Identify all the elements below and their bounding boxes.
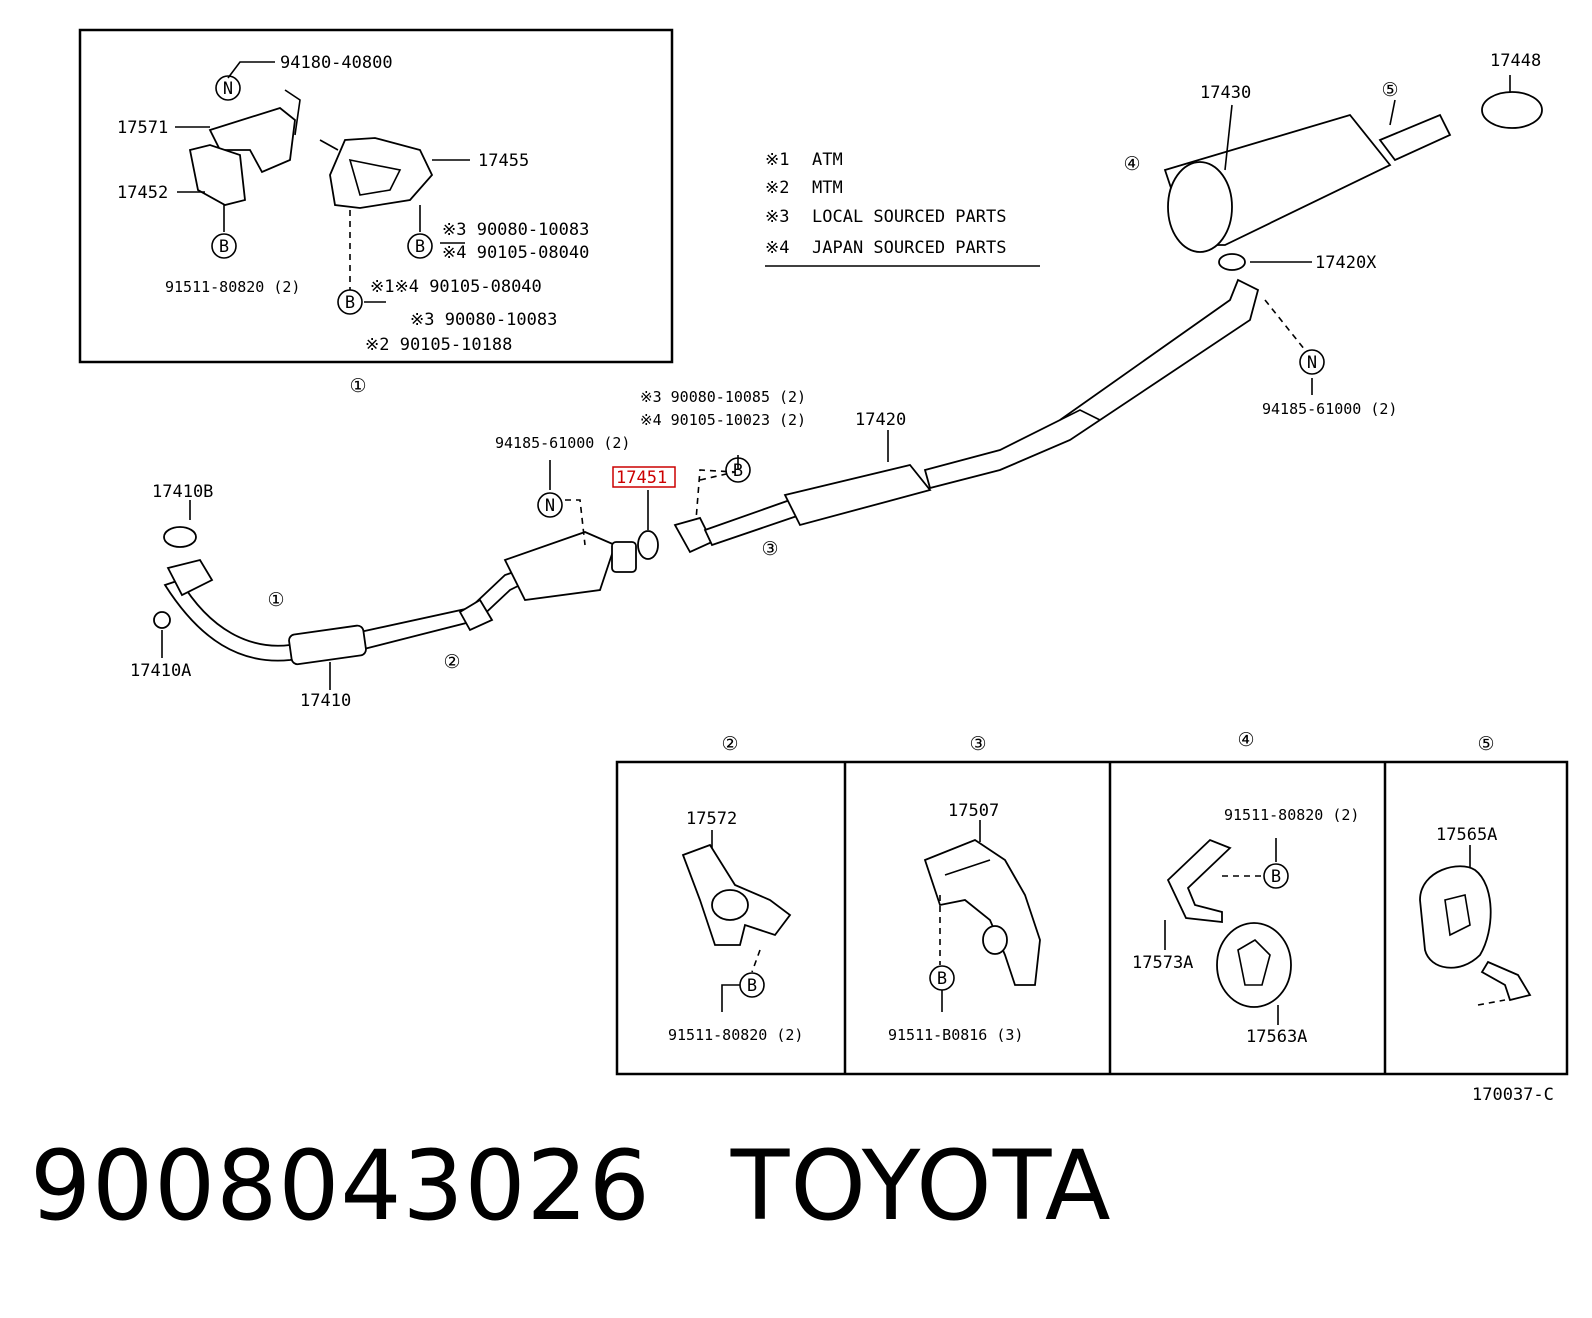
panel-2-bolt: 91511-80820 (2) xyxy=(668,1026,803,1044)
flange-17410 xyxy=(166,558,214,597)
converter-outlet xyxy=(611,541,637,573)
exhaust-parts-diagram: N B B B 94180-40800 17571 17452 17455 91… xyxy=(78,28,1569,1105)
main-exhaust: N B N 17448 17430 17420X 94185-61000 (2)… xyxy=(130,51,1543,711)
gasket-17410B xyxy=(163,526,197,548)
callout-b-inset-left: B xyxy=(219,237,229,257)
panel-5-part: 17565A xyxy=(1436,825,1497,845)
bracket-17452 xyxy=(188,144,246,206)
callout-n-left: N xyxy=(545,496,555,516)
callout-n-inset: N xyxy=(223,79,233,99)
label-94185-61000-left: 94185-61000 (2) xyxy=(495,434,630,452)
label-91511-80820: 91511-80820 (2) xyxy=(165,278,300,296)
panel-5-marker: ⑤ xyxy=(1477,733,1494,755)
detail-panels-frame xyxy=(615,760,1569,1076)
legend-text-2: MTM xyxy=(812,178,843,198)
label-17448: 17448 xyxy=(1490,51,1541,71)
legend-text-4: JAPAN SOURCED PARTS xyxy=(812,238,1006,258)
marker-4-main: ④ xyxy=(1123,153,1140,175)
label-17410A: 17410A xyxy=(130,661,191,681)
rubber-mount-17563A xyxy=(1216,922,1292,1008)
label-17410: 17410 xyxy=(300,691,351,711)
bracket-17507 xyxy=(923,838,1041,986)
label-r4-90105-08040: ※4 90105-08040 xyxy=(442,243,589,263)
label-17410B: 17410B xyxy=(152,482,213,502)
rubber-mount-17565A xyxy=(1419,865,1492,969)
gasket-17420X xyxy=(1218,253,1246,271)
panel-3-callout-b: B xyxy=(937,969,947,989)
highlight-box-17451 xyxy=(612,466,676,488)
nut-17410A xyxy=(153,611,171,629)
label-r14-90105-08040: ※1※4 90105-08040 xyxy=(370,277,542,297)
marker-2-main: ② xyxy=(443,651,460,673)
inset-1-frame xyxy=(78,28,674,364)
legend-mark-3: ※3 xyxy=(765,207,789,227)
panel-4-marker: ④ xyxy=(1237,729,1254,751)
callout-b-inset-bottom: B xyxy=(345,293,355,313)
panel-4-callout-b: B xyxy=(1271,867,1281,887)
gasket-17451 xyxy=(637,530,659,560)
label-17571: 17571 xyxy=(117,118,168,138)
tail-pipe-17420 xyxy=(923,278,1260,490)
legend-mark-4: ※4 xyxy=(765,238,789,258)
label-94185-61000-right: 94185-61000 (2) xyxy=(1262,400,1397,418)
muffler-17420 xyxy=(783,463,932,527)
hanger-rod-17573A xyxy=(1166,838,1232,924)
panel-2-callout-b: B xyxy=(747,976,757,996)
muffler-tail-tip xyxy=(1378,113,1452,162)
callout-b-main: B xyxy=(733,461,743,481)
footer-part-number: 9008043026 xyxy=(30,1130,651,1242)
detail-panels: ② ③ ④ ⑤ B 17572 91511-80820 (2) B 17507 … xyxy=(615,729,1569,1105)
label-17420X: 17420X xyxy=(1315,253,1377,273)
panel-3-marker: ③ xyxy=(969,733,986,755)
footer-caption: 9008043026 TOYOTA xyxy=(30,1130,1192,1242)
label-r4-90105-10023: ※4 90105-10023 (2) xyxy=(640,411,806,429)
label-r3b-90080-10083: ※3 90080-10083 xyxy=(410,310,557,330)
inset-1-marker: ① xyxy=(349,375,366,397)
rubber-hook xyxy=(1480,960,1532,1002)
legend-text-1: ATM xyxy=(812,150,843,170)
panel-2-marker: ② xyxy=(721,733,738,755)
footer-brand: TOYOTA xyxy=(730,1130,1112,1242)
label-r3-90080-10085: ※3 90080-10085 (2) xyxy=(640,388,806,406)
label-r2-90105-10188: ※2 90105-10188 xyxy=(365,335,512,355)
resonator-17410 xyxy=(288,624,367,666)
marker-5-main: ⑤ xyxy=(1381,79,1398,101)
legend: ※1 ATM ※2 MTM ※3 LOCAL SOURCED PARTS ※4 … xyxy=(765,150,1040,267)
panel-3-part: 17507 xyxy=(948,801,999,821)
label-17451-highlighted: 17451 xyxy=(616,468,667,488)
label-17420: 17420 xyxy=(855,410,906,430)
panel-2-part: 17572 xyxy=(686,809,737,829)
label-17430: 17430 xyxy=(1200,83,1251,103)
catalytic-converter xyxy=(503,531,617,601)
exhaust-tip-17448 xyxy=(1481,91,1543,129)
marker-1-main: ① xyxy=(267,589,284,611)
callout-b-inset-right: B xyxy=(415,237,425,257)
hanger-bracket-2 xyxy=(458,598,494,632)
legend-mark-1: ※1 xyxy=(765,150,789,170)
insulator-17455 xyxy=(329,137,434,209)
panel-4-part-b: 17563A xyxy=(1246,1027,1307,1047)
marker-3-main: ③ xyxy=(761,538,778,560)
callout-n-right: N xyxy=(1307,353,1317,373)
label-17455: 17455 xyxy=(478,151,529,171)
panel-4-bolt: 91511-80820 (2) xyxy=(1224,806,1359,824)
panel-3-bolt: 91511-B0816 (3) xyxy=(888,1026,1023,1044)
legend-mark-2: ※2 xyxy=(765,178,789,198)
label-17452: 17452 xyxy=(117,183,168,203)
label-r3-90080-10083: ※3 90080-10083 xyxy=(442,220,589,240)
inset-1: N B B B 94180-40800 17571 17452 17455 91… xyxy=(78,28,674,397)
legend-text-3: LOCAL SOURCED PARTS xyxy=(812,207,1006,227)
diagram-code: 170037-C xyxy=(1472,1085,1554,1105)
label-94180-40800: 94180-40800 xyxy=(280,53,393,73)
panel-4-part-a: 17573A xyxy=(1132,953,1193,973)
muffler-end-cap xyxy=(1167,161,1233,253)
